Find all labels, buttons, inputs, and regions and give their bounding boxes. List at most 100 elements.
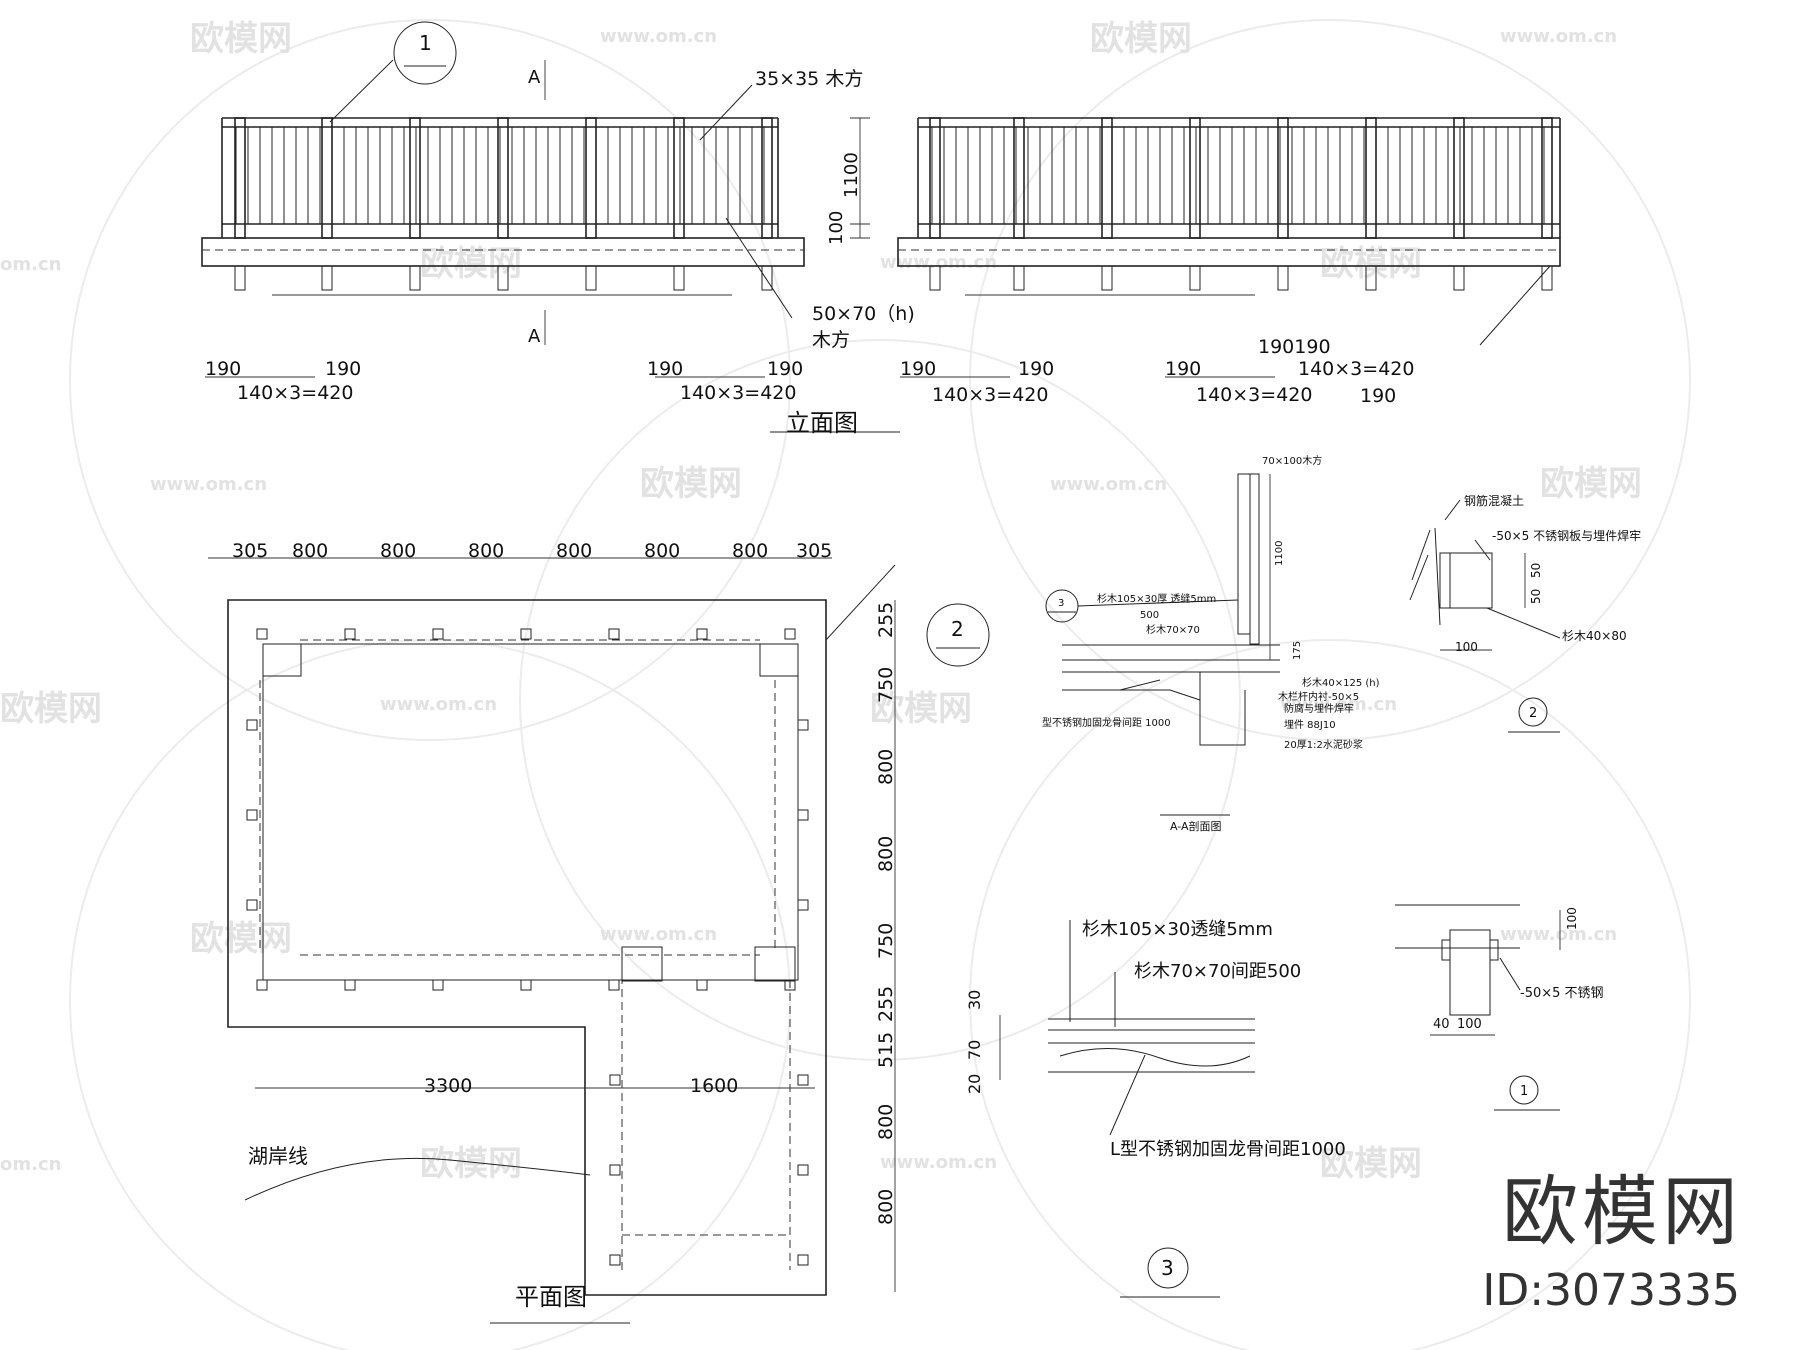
plan-post	[256, 979, 268, 991]
watermark-brand: 欧模网	[1090, 19, 1192, 59]
watermark-brand: 欧模网	[0, 689, 102, 729]
watermark-url: www.om.cn	[600, 26, 717, 47]
d3-label: 20	[965, 1074, 984, 1094]
post-label-1: 50×70（h)	[812, 303, 915, 325]
elevation-left-railing	[201, 117, 805, 291]
d2-label: -50×5 不锈钢板与埋件焊牢	[1492, 528, 1641, 543]
section-aa-drawing	[1045, 473, 1280, 816]
plan-post	[784, 628, 796, 640]
plan-title: 平面图	[515, 1283, 587, 1311]
plan-post	[432, 628, 444, 640]
elevation-right-railing	[897, 117, 1561, 346]
watermark-brand: 欧模网	[640, 464, 742, 504]
detail-1-drawing	[1395, 904, 1561, 1111]
plan-post	[797, 719, 809, 731]
plan-top-dim: 800	[468, 540, 504, 562]
d1-label: 100	[1457, 1017, 1482, 1032]
plan-post	[608, 628, 620, 640]
plan-right-dim: 800	[875, 749, 897, 785]
height-1100: 1100	[841, 152, 862, 198]
railing-post-footing	[1189, 265, 1201, 291]
watermark-short: om.cn	[0, 1154, 61, 1175]
watermark-layer: 欧模网 欧模网 www.om.cn www.om.cn om.cn 欧模网 ww…	[0, 19, 1691, 1350]
railing-post	[1365, 117, 1377, 239]
aa-label: 500	[1140, 610, 1159, 621]
aa-label: 175	[1292, 641, 1303, 660]
dim-420: 140×3=420	[932, 384, 1048, 406]
plan-post	[246, 719, 258, 731]
railing-post-footing	[1277, 265, 1289, 291]
plan-right-dim: 255	[875, 602, 897, 638]
watermark-brand: 欧模网	[1320, 1144, 1422, 1184]
plan-post	[797, 809, 809, 821]
aa-label: 3	[1058, 598, 1064, 609]
plan-post	[797, 899, 809, 911]
plan-right-dim: 255	[875, 986, 897, 1022]
plan-top-dim: 800	[732, 540, 768, 562]
plan-post	[696, 979, 708, 991]
railing-post-footing	[1101, 265, 1113, 291]
plan-top-dim: 800	[380, 540, 416, 562]
railing-post	[673, 117, 685, 239]
post-label-2: 木方	[812, 329, 850, 351]
watermark-url: www.om.cn	[1500, 26, 1617, 47]
railing-post-footing	[761, 265, 773, 291]
plan-post	[784, 979, 796, 991]
d3-label: 3	[1161, 1256, 1174, 1280]
elevation-callout: 1	[419, 31, 432, 55]
aa-label: 杉木70×70	[1146, 623, 1200, 636]
dim-190190: 190190	[1258, 336, 1331, 358]
dim-190: 190	[1018, 358, 1054, 380]
aa-label: 70×100木方	[1262, 454, 1322, 467]
watermark-brand: 欧模网	[420, 244, 522, 284]
watermark-brand: 欧模网	[870, 689, 972, 729]
detail-2-drawing	[1409, 499, 1561, 733]
plan-post	[520, 979, 532, 991]
plan-post	[797, 1164, 809, 1176]
plan-right-dim: 800	[875, 836, 897, 872]
plan-right-dim: 800	[875, 1189, 897, 1225]
plan-right-dim: 750	[875, 667, 897, 703]
plan-top-dim: 800	[292, 540, 328, 562]
plan-post	[256, 628, 268, 640]
plan-top-dim: 800	[644, 540, 680, 562]
plan-post	[246, 899, 258, 911]
watermark-brand: 欧模网	[190, 19, 292, 59]
aa-title: A-A剖面图	[1170, 819, 1222, 833]
d1-label: 40	[1433, 1017, 1450, 1032]
railing-post-footing	[673, 265, 685, 291]
railing-post-footing	[585, 265, 597, 291]
railing-post-footing	[1453, 265, 1465, 291]
elevation-title: 立面图	[786, 409, 858, 437]
plan-bottom-dim: 1600	[690, 1075, 738, 1097]
plan-right-dim: 515	[875, 1032, 897, 1068]
railing-post-footing	[1013, 265, 1025, 291]
watermark-url: www.om.cn	[880, 252, 997, 273]
height-100: 100	[826, 211, 847, 245]
rail-label: 35×35 木方	[755, 68, 863, 90]
aa-label: 1100	[1274, 541, 1285, 566]
aa-label: 埋件 88J10	[1284, 719, 1336, 731]
railing-post	[1453, 117, 1465, 239]
plan-post	[608, 979, 620, 991]
d2-label: 2	[1529, 706, 1537, 721]
watermark-url: www.om.cn	[380, 694, 497, 715]
plan-post	[797, 1074, 809, 1086]
d3-label: 杉木70×70间距500	[1134, 961, 1301, 982]
detail-3-drawing	[999, 920, 1255, 1298]
watermark-url: www.om.cn	[600, 924, 717, 945]
watermark-url: www.om.cn	[1500, 924, 1617, 945]
plan-post	[797, 1254, 809, 1266]
watermark-brand: 欧模网	[1540, 464, 1642, 504]
d3-label: 70	[965, 1040, 984, 1060]
plan-drawing	[227, 599, 827, 1296]
plan-callout: 2	[951, 617, 964, 641]
elevation-dimension-lines	[205, 60, 1275, 378]
dim-190: 190	[647, 358, 683, 380]
plan-dimension-lines	[208, 557, 990, 1292]
plan-post	[696, 628, 708, 640]
dim-190: 190	[767, 358, 803, 380]
plan-post	[609, 1254, 621, 1266]
railing-post-footing	[409, 265, 421, 291]
watermark-url: www.om.cn	[150, 474, 267, 495]
